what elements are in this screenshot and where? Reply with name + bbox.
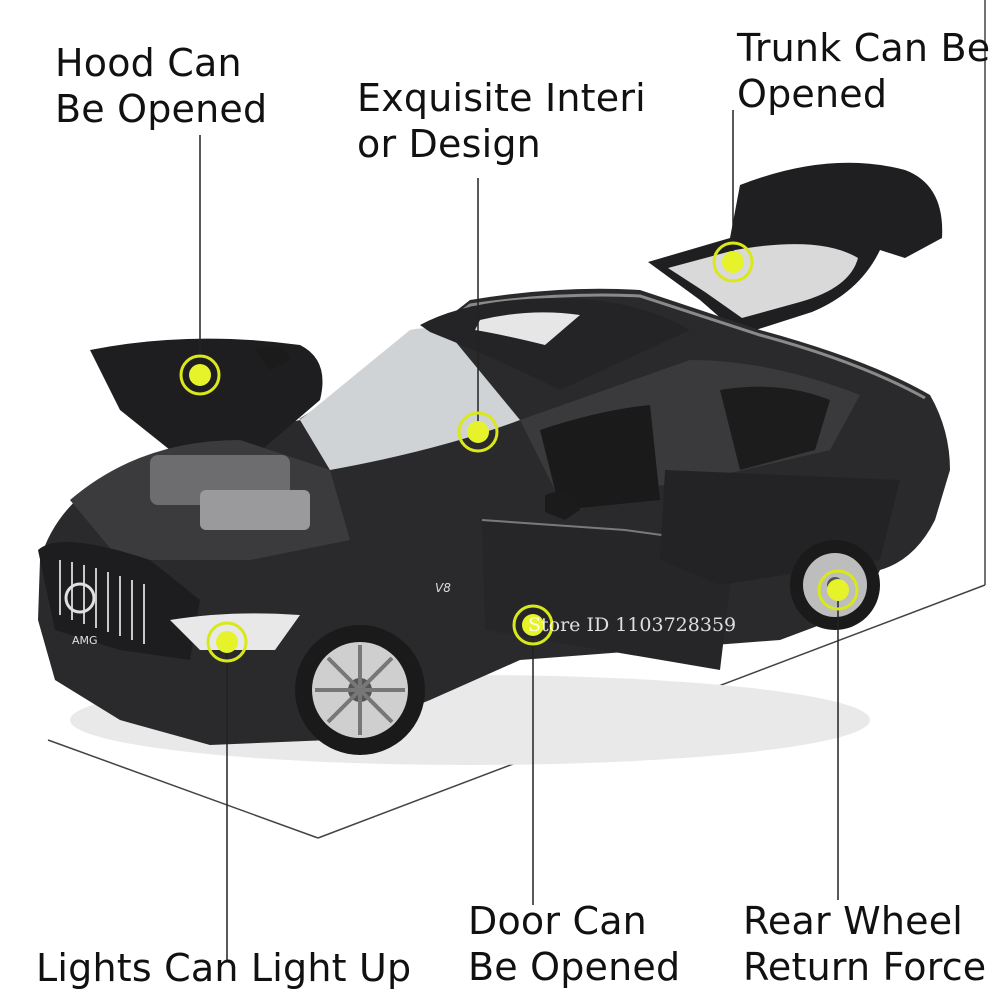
hood-marker (179, 354, 221, 396)
door-callout: Door Can Be Opened (468, 898, 680, 990)
feature-markers (179, 241, 859, 663)
trunk-marker (712, 241, 754, 283)
lights-callout: Lights Can Light Up (36, 945, 411, 991)
rear-wheel-callout-line-2: Return Force (743, 945, 987, 989)
trunk-callout-line-2: Opened (737, 72, 888, 116)
door-callout-line-2: Be Opened (468, 945, 681, 989)
interior-callout-line-1: Exquisite Interi (357, 76, 646, 120)
lights-callout-line-1: Lights Can Light Up (36, 946, 412, 990)
store-watermark: Store ID 1103728359 (528, 614, 737, 636)
rear-wheel-callout-line-1: Rear Wheel (743, 899, 964, 943)
fender-badge: V8 (435, 581, 451, 595)
trunk-callout-line-1: Trunk Can Be (737, 26, 991, 70)
leader-lines (199, 110, 839, 960)
interior-marker (457, 411, 499, 453)
door-callout-line-1: Door Can (468, 899, 647, 943)
hood-callout-line-1: Hood Can (55, 41, 242, 85)
front-wheel (295, 625, 425, 755)
door-marker (512, 604, 554, 646)
lights-marker (206, 621, 248, 663)
rear-wheel-marker (817, 569, 859, 611)
rear-wheel-callout: Rear Wheel Return Force (743, 898, 986, 990)
grille-badge: AMG (72, 634, 98, 647)
hood-callout: Hood Can Be Opened (55, 40, 267, 132)
interior-callout-line-2: or Design (357, 122, 541, 166)
trunk-callout: Trunk Can Be Opened (737, 25, 990, 117)
interior-callout: Exquisite Interi or Design (357, 75, 646, 167)
car-body (38, 288, 950, 755)
hood-callout-line-2: Be Opened (55, 87, 268, 131)
